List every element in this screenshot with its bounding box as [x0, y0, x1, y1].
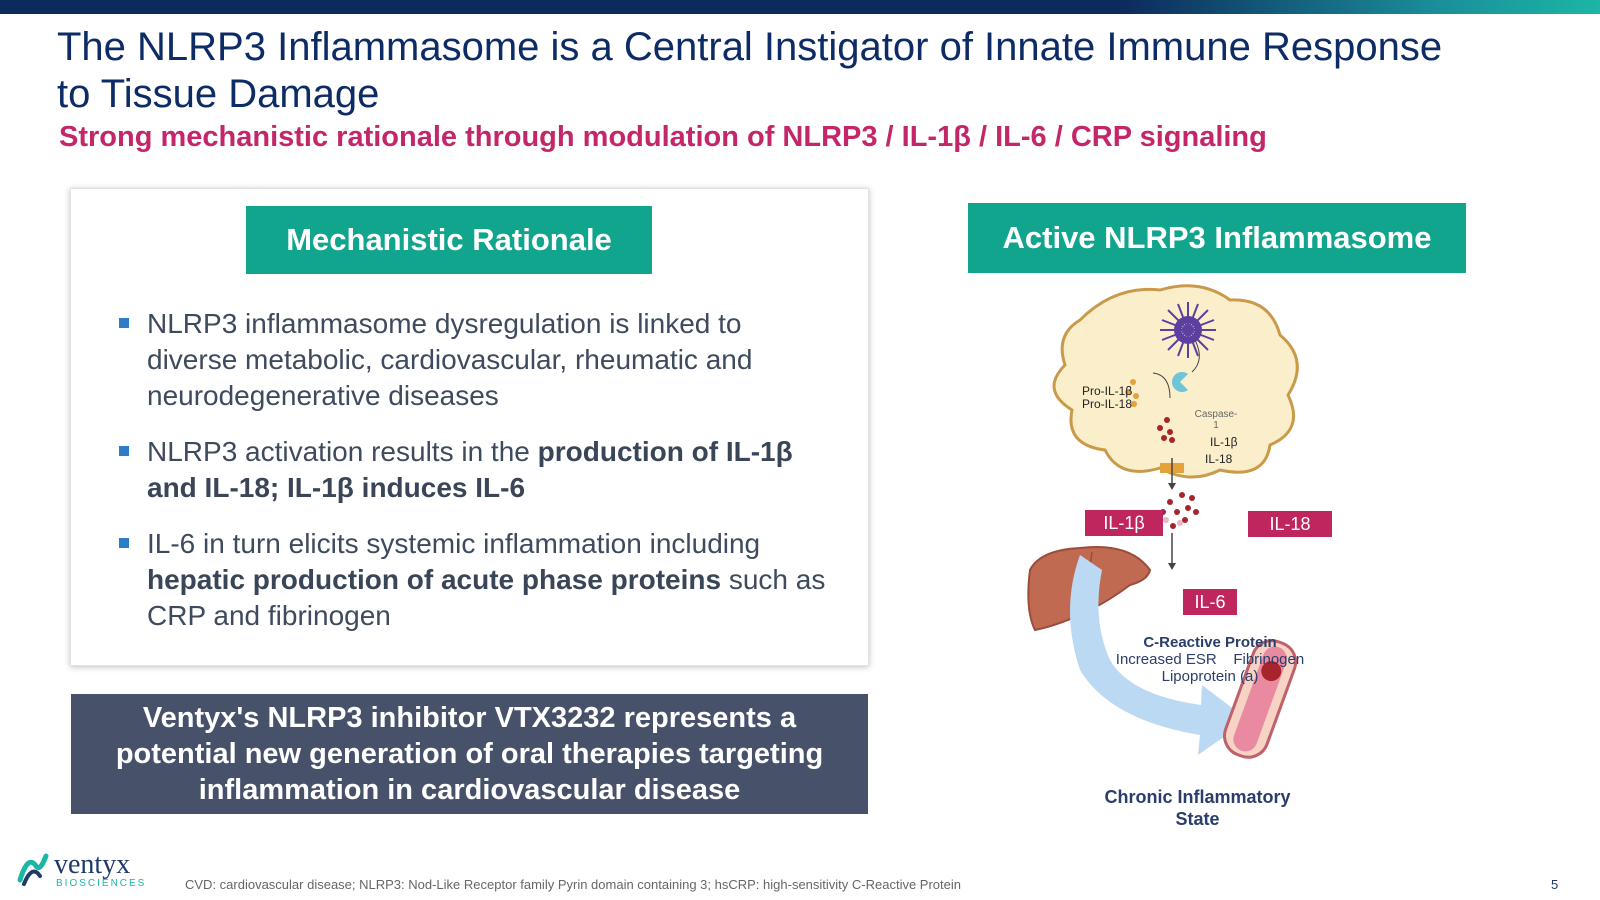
rationale-bullet-list: NLRP3 inflammasome dysregulation is link…: [116, 306, 836, 654]
bullet-text: such as CRP and fibrinogen: [147, 564, 826, 631]
nlrp3-complex-icon: [1160, 302, 1216, 358]
crp-label-group: C-Reactive Protein Increased ESR Fibrino…: [1080, 634, 1340, 685]
bullet-emphasis: hepatic production of acute phase protei…: [147, 564, 722, 595]
mature-cytokine-dots: [1157, 417, 1175, 443]
caspase-icon: [1172, 372, 1188, 392]
il18-box: IL-18: [1248, 511, 1332, 537]
ventyx-callout: Ventyx's NLRP3 inhibitor VTX3232 represe…: [71, 694, 868, 814]
crp-line-esr-fibrinogen: Increased ESR Fibrinogen: [1115, 651, 1305, 668]
rationale-bullet: NLRP3 inflammasome dysregulation is link…: [116, 306, 836, 414]
cell-il1b-label: IL-1β: [1210, 435, 1238, 449]
bullet-square-icon: [119, 538, 129, 548]
ventyx-logo-icon: [17, 853, 49, 886]
il1b-box: IL-1β: [1085, 510, 1163, 536]
caspase-label: Caspase-1: [1194, 409, 1238, 431]
slide-subtitle: Strong mechanistic rationale through mod…: [59, 121, 1267, 153]
rationale-bullet: IL-6 in turn elicits systemic inflammati…: [116, 526, 836, 634]
slide-title: The NLRP3 Inflammasome is a Central Inst…: [57, 25, 1443, 116]
chronic-inflammatory-label: Chronic Inflammatory State: [1104, 787, 1291, 829]
bullet-square-icon: [119, 318, 129, 328]
bullet-text: IL-6 in turn elicits systemic inflammati…: [147, 528, 761, 559]
blood-vessel-icon: [1223, 639, 1298, 759]
pro-il1b-label: Pro-IL-1β: [1082, 384, 1133, 398]
ventyx-logo-text: ventyx: [54, 849, 131, 880]
pro-cytokine-dots: [1125, 379, 1139, 407]
pro-il18-label: Pro-IL-18: [1082, 397, 1133, 411]
il6-box: IL-6: [1183, 589, 1237, 615]
crp-line-lipoprotein: Lipoprotein (a): [1161, 668, 1259, 685]
page-number: 5: [1551, 877, 1559, 892]
systemic-flow-arrow: [1070, 555, 1248, 755]
ventyx-logo-subtext: BIOSCIENCES: [56, 878, 147, 889]
mechanistic-rationale-badge: Mechanistic Rationale: [246, 206, 652, 274]
inflammasome-diagram: [1027, 284, 1299, 759]
bullet-emphasis: production of IL-1β and IL-18; IL-1β ind…: [147, 436, 793, 503]
active-nlrp3-badge: Active NLRP3 Inflammasome: [968, 203, 1466, 273]
cell-il18-label: IL-18: [1205, 452, 1233, 466]
rationale-bullet: NLRP3 activation results in the producti…: [116, 434, 836, 506]
footnote: CVD: cardiovascular disease; NLRP3: Nod-…: [185, 877, 961, 892]
top-accent-bar: [0, 0, 1600, 14]
bullet-square-icon: [119, 446, 129, 456]
bullet-text: NLRP3 activation results in the: [147, 436, 538, 467]
crp-title: C-Reactive Protein: [1143, 634, 1277, 651]
bullet-text: NLRP3 inflammasome dysregulation is link…: [147, 308, 753, 411]
